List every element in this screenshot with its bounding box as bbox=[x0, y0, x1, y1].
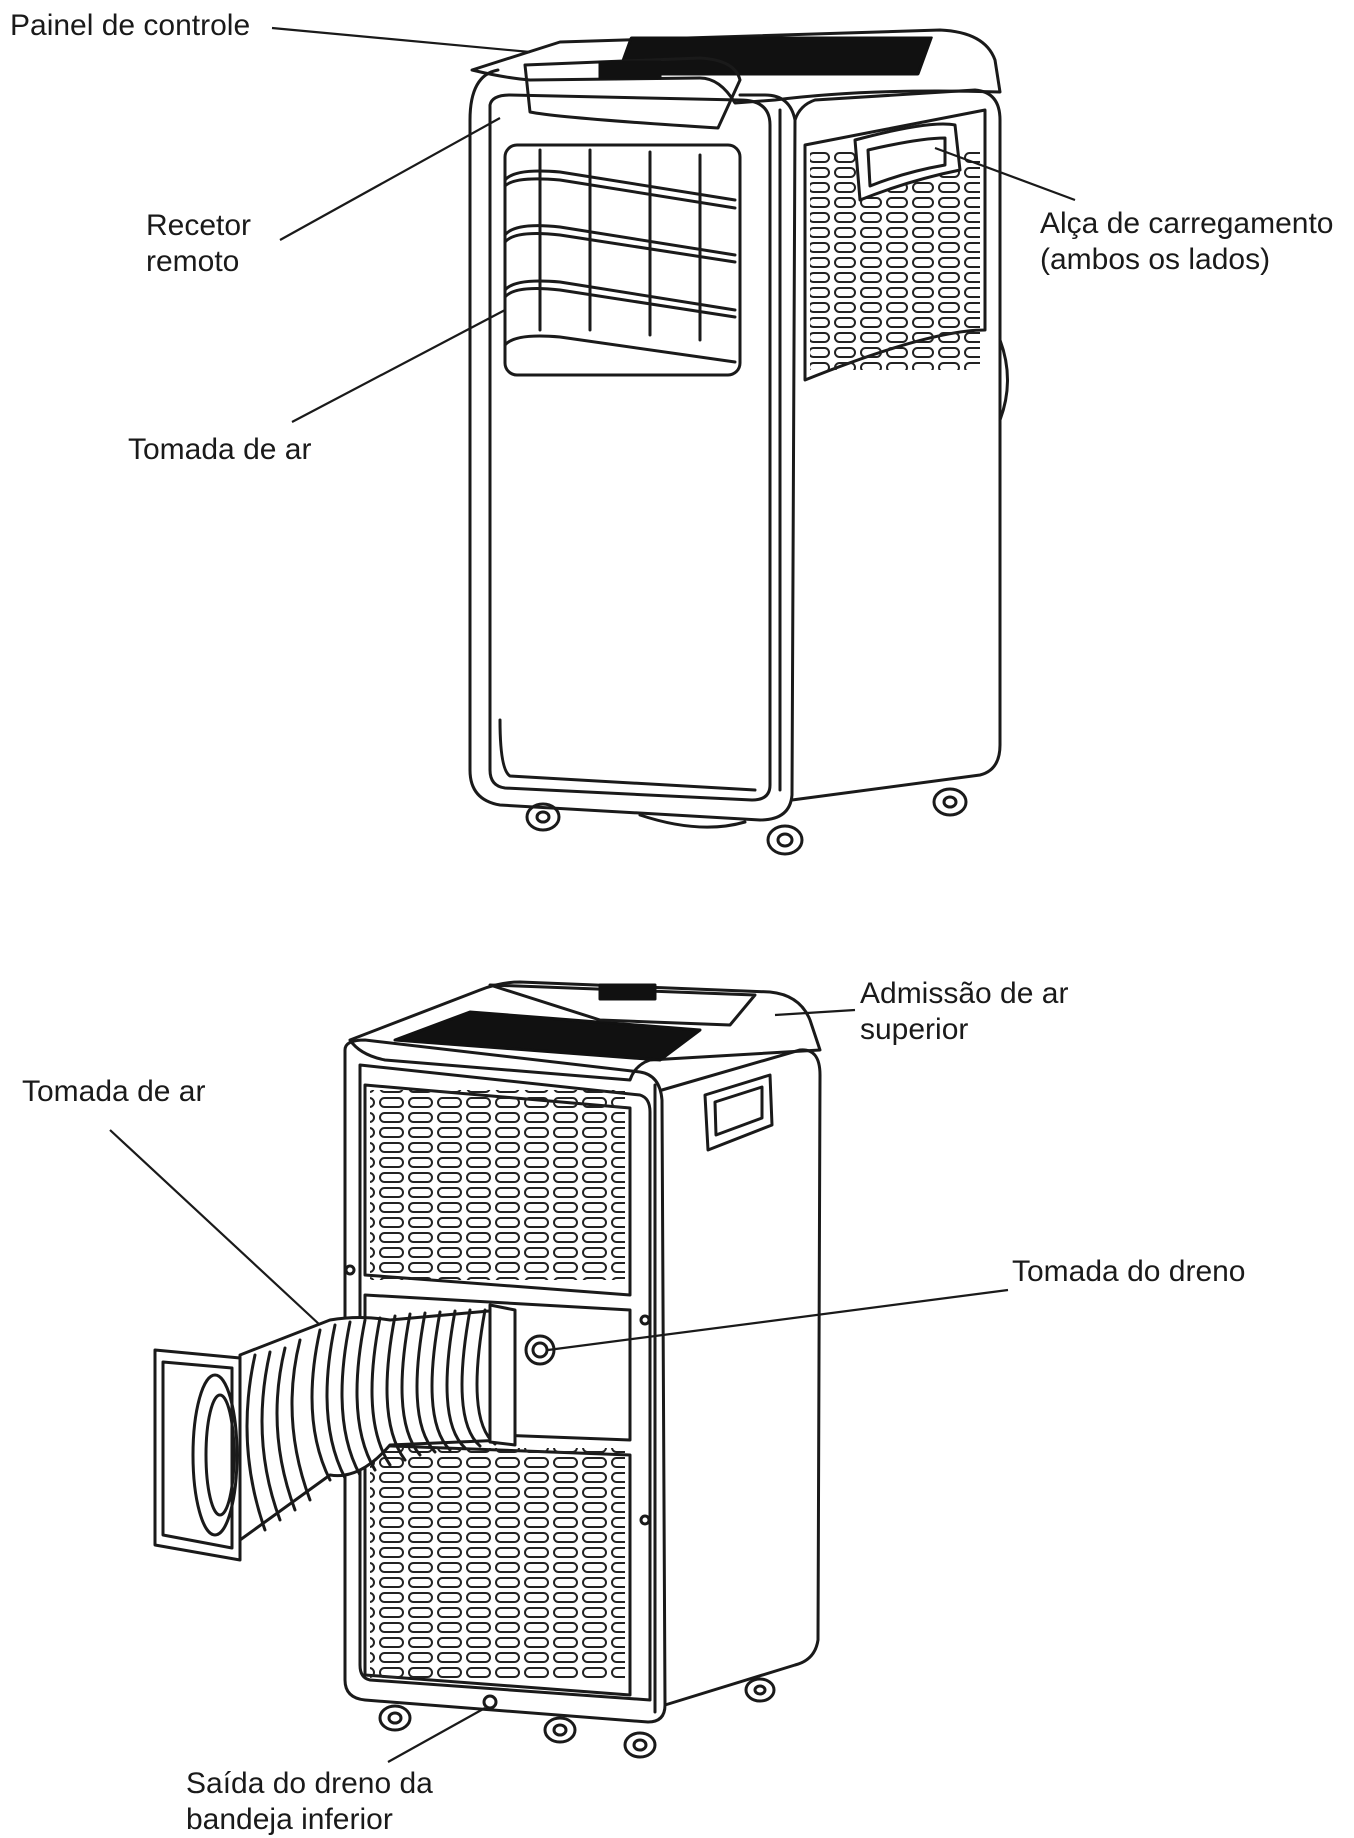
front-top-vent bbox=[616, 36, 933, 76]
label-control-panel: Painel de controle bbox=[10, 9, 251, 42]
rear-unit-top bbox=[348, 980, 822, 1082]
leader-bottom-tray-drain bbox=[387, 1707, 486, 1763]
control-panel-display bbox=[598, 60, 662, 80]
exhaust-hose bbox=[238, 1308, 507, 1542]
label-air-outlet-rear: Tomada de ar bbox=[22, 1075, 206, 1108]
leader-carry-handle bbox=[934, 146, 1076, 202]
leader-remote-receiver bbox=[279, 117, 501, 241]
label-air-outlet-front: Tomada de ar bbox=[128, 433, 312, 466]
front-body-outline bbox=[468, 68, 797, 822]
rear-upper-grille-slots bbox=[370, 1090, 625, 1280]
label-remote-receiver: Recetor remoto bbox=[146, 209, 252, 278]
front-unit-wheels bbox=[525, 787, 968, 856]
rear-unit-wheels bbox=[378, 1677, 776, 1759]
front-unit-top bbox=[470, 28, 1002, 105]
rear-top-vent bbox=[393, 1010, 702, 1062]
leader-air-outlet-rear bbox=[109, 1129, 321, 1326]
rear-unit-side bbox=[660, 1048, 822, 1707]
control-panel bbox=[523, 56, 742, 130]
front-unit-illustration bbox=[468, 28, 1009, 856]
label-bottom-tray-drain: Saída do dreno da bandeja inferior bbox=[186, 1767, 433, 1836]
label-upper-air-intake: Admissão de ar superior bbox=[860, 977, 1069, 1046]
front-leader-lines bbox=[271, 26, 1076, 423]
label-drain-outlet: Tomada do dreno bbox=[1012, 1255, 1246, 1288]
front-air-outlet-louvers bbox=[503, 148, 737, 364]
front-air-outlet-frame bbox=[503, 143, 742, 377]
front-unit-side bbox=[790, 88, 1002, 802]
rear-unit-illustration bbox=[153, 980, 822, 1759]
rear-leader-lines bbox=[109, 1008, 1009, 1763]
rear-lower-grille-slots bbox=[370, 1448, 625, 1678]
leader-control-panel bbox=[271, 26, 531, 54]
front-face-panel bbox=[488, 93, 772, 802]
bottom-tray-drain bbox=[482, 1694, 498, 1710]
leader-air-outlet-front bbox=[291, 309, 506, 423]
leader-drain-outlet bbox=[547, 1288, 1009, 1352]
label-carry-handle: Alça de carregamento (ambos os lados) bbox=[1040, 207, 1334, 276]
window-adapter bbox=[153, 1348, 242, 1562]
rear-carry-handle bbox=[703, 1073, 774, 1152]
leader-upper-air-intake bbox=[774, 1008, 856, 1017]
